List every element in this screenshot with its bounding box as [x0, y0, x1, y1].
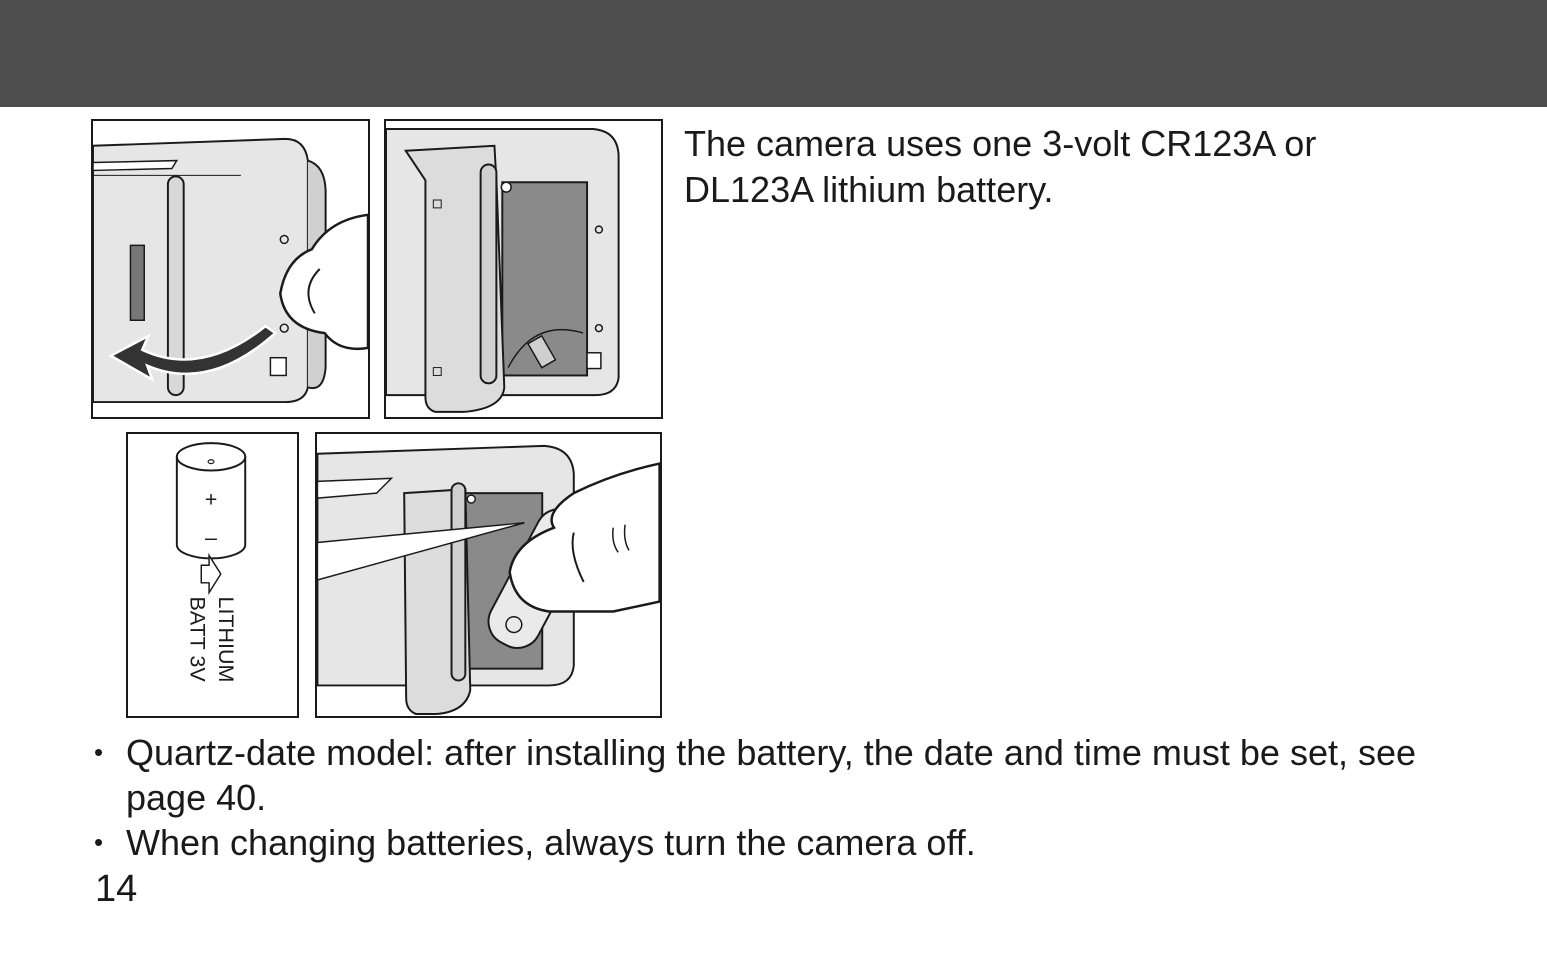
- battery-plus-symbol: +: [205, 488, 218, 512]
- battery-label-lithium: LITHIUM: [214, 596, 238, 682]
- illustration-battery-polarity: + – LITHIUM BATT 3V: [126, 432, 299, 718]
- note-item: • When changing batteries, always turn t…: [92, 820, 1472, 865]
- illustration-insert-battery: [315, 432, 662, 718]
- note-text: When changing batteries, always turn the…: [126, 822, 976, 863]
- note-item: • Quartz-date model: after installing th…: [92, 730, 1472, 820]
- battery-diagram: + – LITHIUM BATT 3V: [175, 442, 247, 682]
- bullet-icon: •: [94, 737, 104, 767]
- intro-text: The camera uses one 3-volt CR123A or DL1…: [684, 123, 1317, 210]
- note-text: Quartz-date model: after installing the …: [126, 732, 1417, 818]
- camera-insert-battery-drawing: [317, 444, 660, 716]
- header-bar: [0, 0, 1547, 107]
- notes-list: • Quartz-date model: after installing th…: [92, 730, 1472, 865]
- camera-compartment-drawing: [386, 128, 620, 413]
- battery-label-voltage: BATT 3V: [186, 596, 210, 682]
- illustration-battery-compartment-open: [384, 119, 663, 419]
- camera-open-cover-drawing: [93, 137, 368, 404]
- bullet-icon: •: [94, 827, 104, 857]
- illustration-open-battery-cover: [91, 119, 370, 419]
- page-number: 14: [95, 868, 138, 910]
- battery-minus-symbol: –: [205, 526, 217, 550]
